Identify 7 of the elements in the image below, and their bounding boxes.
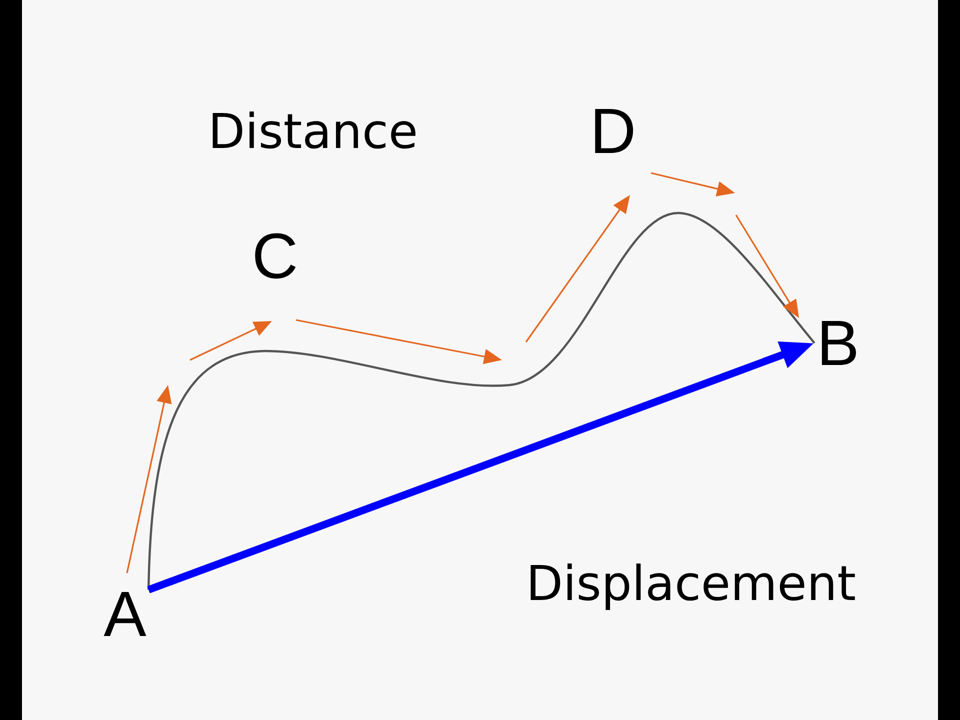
- curved-line: [147, 212, 816, 590]
- point-label: D: [595, 108, 634, 153]
- text-label: Distance: [212, 112, 416, 149]
- point-label: C: [255, 233, 296, 279]
- text-label: Displacement: [530, 564, 855, 610]
- point-label: A: [104, 592, 146, 636]
- point-label: B: [822, 320, 856, 365]
